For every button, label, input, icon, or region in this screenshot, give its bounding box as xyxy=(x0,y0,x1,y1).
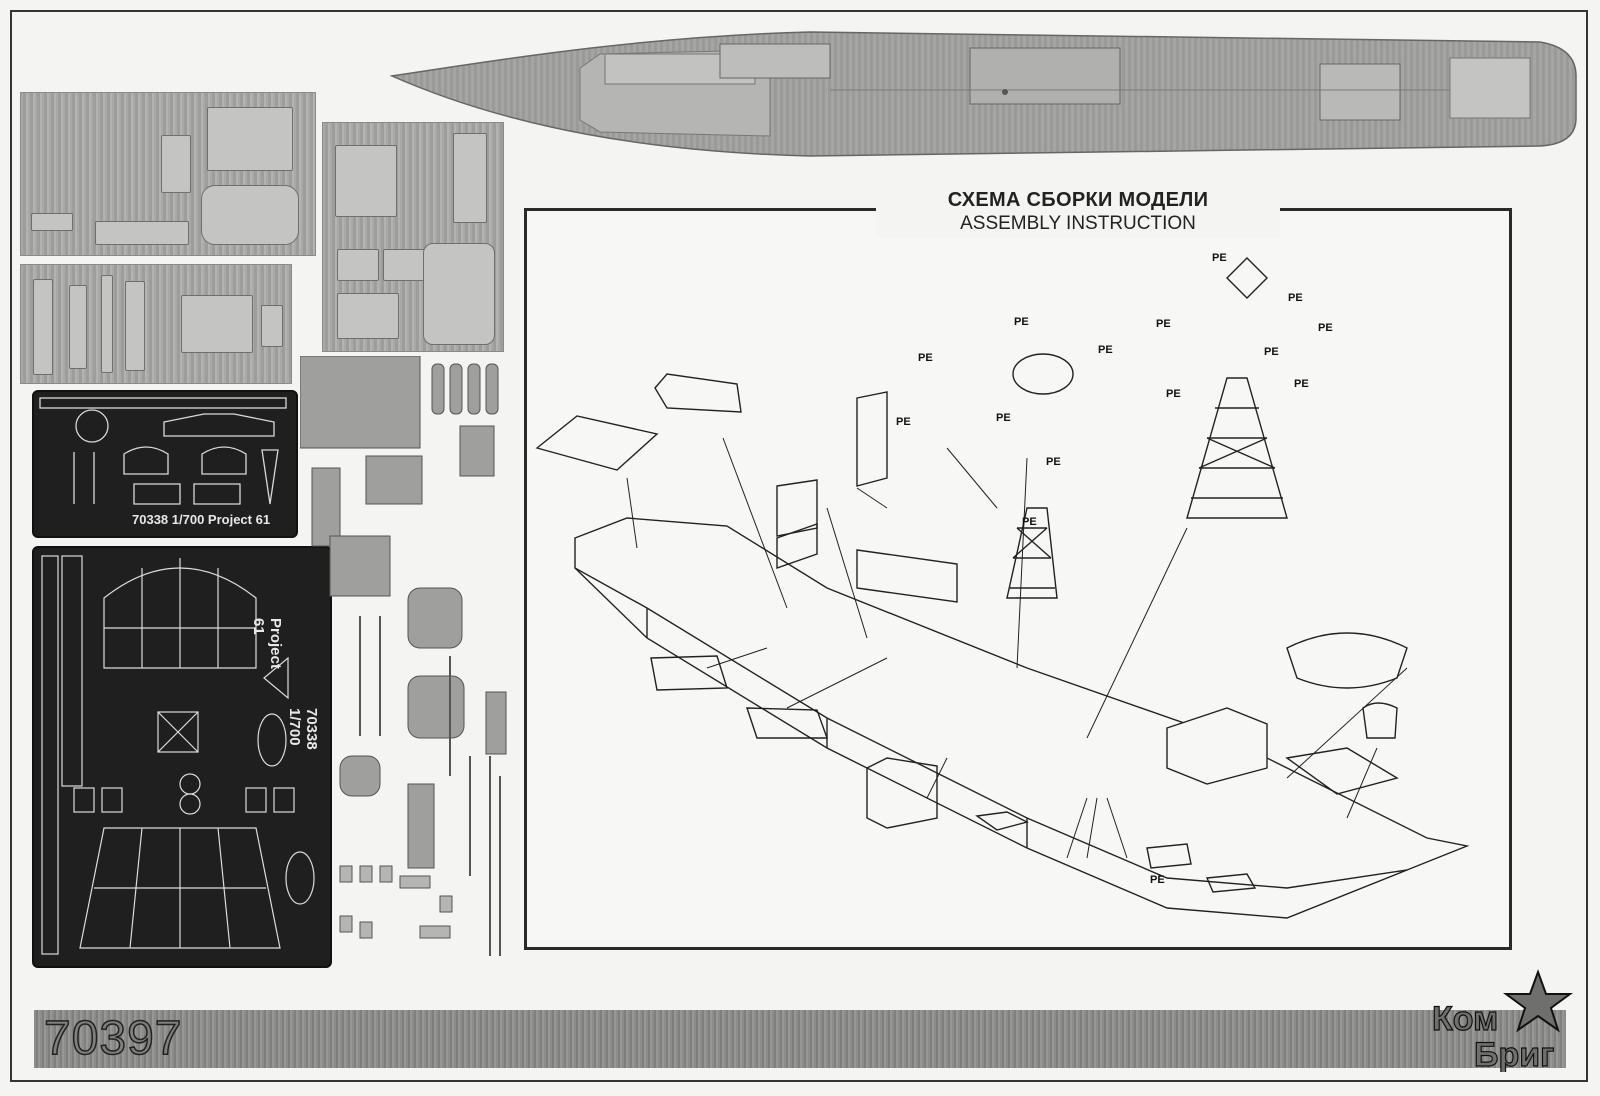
photo-etch-fret-small: 70338 1/700 Project 61 xyxy=(32,390,298,538)
photo-etch-fret-large: Project 61 70338 1/700 xyxy=(32,546,332,968)
title-russian: СХЕМА СБОРКИ МОДЕЛИ xyxy=(947,189,1209,211)
pe-callout: PE xyxy=(896,416,911,428)
pe-fret-large-label-a: Project 61 xyxy=(250,618,284,669)
footer-bar xyxy=(34,1010,1566,1068)
pe-callout: PE xyxy=(1318,322,1333,334)
resin-parts-block-1 xyxy=(20,92,316,256)
pe-callout: PE xyxy=(1098,344,1113,356)
resin-parts-block-3 xyxy=(20,264,292,384)
pe-callout: PE xyxy=(1288,292,1303,304)
pe-callout: PE xyxy=(996,412,1011,424)
resin-small-parts xyxy=(300,356,507,956)
resin-parts-block-2 xyxy=(322,122,504,352)
pe-callout: PE xyxy=(918,352,933,364)
pe-callout: PE xyxy=(1294,378,1309,390)
title-english: ASSEMBLY INSTRUCTION xyxy=(960,213,1196,234)
pe-callout: PE xyxy=(1046,456,1061,468)
svg-text:Бриг: Бриг xyxy=(1474,1036,1554,1072)
pe-callout: PE xyxy=(1166,388,1181,400)
pe-fret-small-label: 70338 1/700 Project 61 xyxy=(132,512,271,527)
page-frame xyxy=(10,10,1588,1082)
pe-callout: PE xyxy=(1212,252,1227,264)
instruction-title: СХЕМА СБОРКИ МОДЕЛИ ASSEMBLY INSTRUCTION xyxy=(876,188,1280,238)
pe-callout: PE xyxy=(1156,318,1171,330)
hull-top-view xyxy=(390,31,1577,157)
assembly-diagram xyxy=(535,257,1470,919)
kombrig-logo: Ком Бриг xyxy=(1431,969,1574,1072)
product-code: 70397 xyxy=(43,1011,183,1066)
svg-text:Ком: Ком xyxy=(1432,1000,1498,1038)
pe-callout: PE xyxy=(1022,516,1037,528)
pe-callout: PE xyxy=(1264,346,1279,358)
pe-callout: PE xyxy=(1150,874,1165,886)
pe-callout: PE xyxy=(1014,316,1029,328)
